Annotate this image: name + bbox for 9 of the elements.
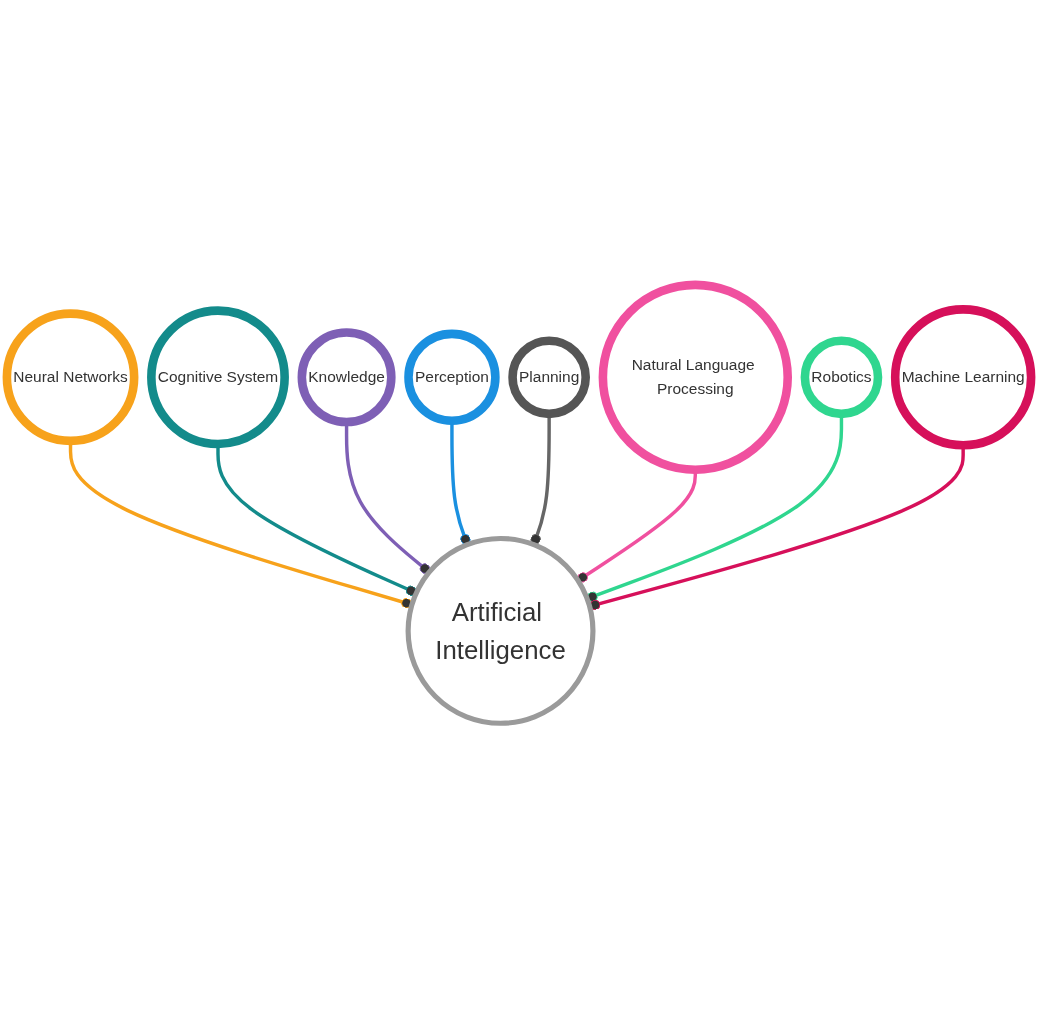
node-circle: Natural Language Processing [598, 280, 792, 475]
node-circle: Planning [508, 336, 590, 419]
node-circle: Artificial Intelligence [405, 536, 596, 727]
node-circle: Perception [404, 329, 500, 426]
node-circle: Cognitive System [147, 306, 289, 449]
node-circle: Robotics [800, 336, 883, 419]
node-circle: Knowledge [297, 328, 396, 427]
node-circle: Neural Networks [2, 309, 139, 446]
node-circle: Machine Learning [890, 305, 1036, 450]
